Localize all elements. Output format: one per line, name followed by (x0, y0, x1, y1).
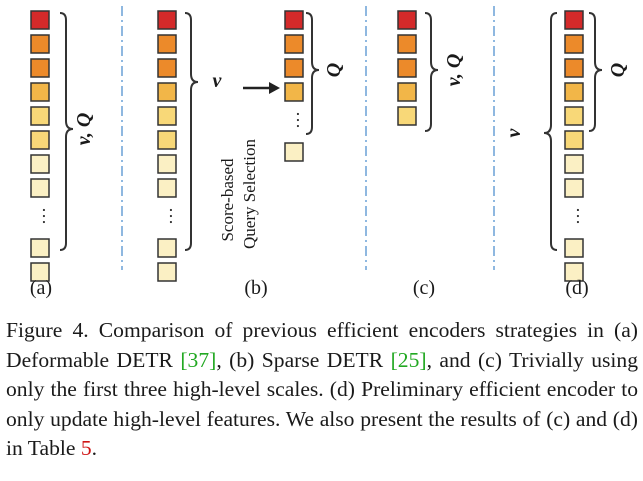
token-square (284, 82, 304, 102)
panel-b-brace-q (305, 12, 320, 135)
token-square (30, 238, 50, 258)
token-square (30, 130, 50, 150)
panel-d-brace-v (543, 12, 558, 251)
query-selection-label: Query Selection (240, 139, 259, 249)
token-square (30, 262, 50, 282)
token-square (397, 10, 417, 30)
token-square (564, 106, 584, 126)
token-square (30, 58, 50, 78)
token-square (284, 142, 304, 162)
token-square (564, 58, 584, 78)
token-square (157, 82, 177, 102)
token-square (284, 10, 304, 30)
token-square (30, 82, 50, 102)
caption-tail: . (91, 436, 98, 460)
token-square (30, 34, 50, 54)
token-square (30, 106, 50, 126)
panel-c-token-stack (397, 10, 417, 126)
ellipsis-glyph: … (283, 111, 303, 129)
token-square (564, 262, 584, 282)
panel-b-brace-v (184, 12, 199, 251)
ref-deformable-detr[interactable]: [37] (180, 347, 217, 372)
token-square (157, 262, 177, 282)
token-square (564, 82, 584, 102)
token-square (157, 238, 177, 258)
token-square (157, 154, 177, 174)
panel-c-brace-label: v, Q (443, 54, 465, 87)
panel-b-selected-stack: … (283, 10, 304, 162)
caption-lead: Figure 4. Comparison of previous efficie… (6, 318, 638, 372)
token-square (284, 58, 304, 78)
panel-c-label: (c) (413, 277, 435, 299)
caption-mid-2: , and (c) Trivially using only the first… (6, 347, 639, 461)
token-square (157, 34, 177, 54)
token-square (564, 238, 584, 258)
token-square (157, 130, 177, 150)
panel-d-token-stack: … (563, 10, 584, 282)
token-square (157, 58, 177, 78)
panel-a-brace (59, 12, 74, 251)
panel-a-label: (a) (30, 277, 52, 299)
panel-b-label: (b) (244, 277, 267, 299)
token-square (30, 154, 50, 174)
panel-d-brace-v-label: v (503, 127, 525, 137)
panel-b-input-stack: … (156, 10, 177, 282)
token-square (564, 34, 584, 54)
panel-b-brace-q-label: Q (323, 63, 345, 77)
token-square (564, 10, 584, 30)
panel-a-brace-label: v, Q (73, 113, 95, 146)
panel-d-label: (d) (565, 277, 588, 299)
token-square (157, 10, 177, 30)
token-square (564, 154, 584, 174)
token-square (397, 106, 417, 126)
token-square (157, 178, 177, 198)
caption-mid-1: , (b) Sparse DETR (216, 347, 391, 372)
token-square (30, 10, 50, 30)
ref-sparse-detr[interactable]: [25] (390, 347, 427, 372)
figure-4-diagram: … v, Q (a) … v Score-based Query Selecti… (29, 6, 629, 299)
token-square (397, 58, 417, 78)
panel-b-brace-v-label: v (213, 70, 223, 92)
token-square (397, 34, 417, 54)
panel-d-brace-q (588, 12, 603, 132)
panel-d-brace-q-label: Q (607, 63, 629, 77)
ref-table-5[interactable]: 5 (80, 436, 92, 460)
ellipsis-glyph: … (29, 207, 49, 225)
panel-c-brace (424, 12, 439, 132)
token-square (284, 34, 304, 54)
ellipsis-glyph: … (156, 207, 176, 225)
token-square (397, 82, 417, 102)
token-square (30, 178, 50, 198)
ellipsis-glyph: … (563, 207, 583, 225)
token-square (157, 106, 177, 126)
figure-caption: Figure 4. Comparison of previous efficie… (6, 316, 638, 464)
token-square (564, 130, 584, 150)
selection-arrow (243, 82, 280, 94)
token-square (564, 178, 584, 198)
panel-a-token-stack: … (29, 10, 50, 282)
score-based-label: Score-based (218, 158, 237, 242)
